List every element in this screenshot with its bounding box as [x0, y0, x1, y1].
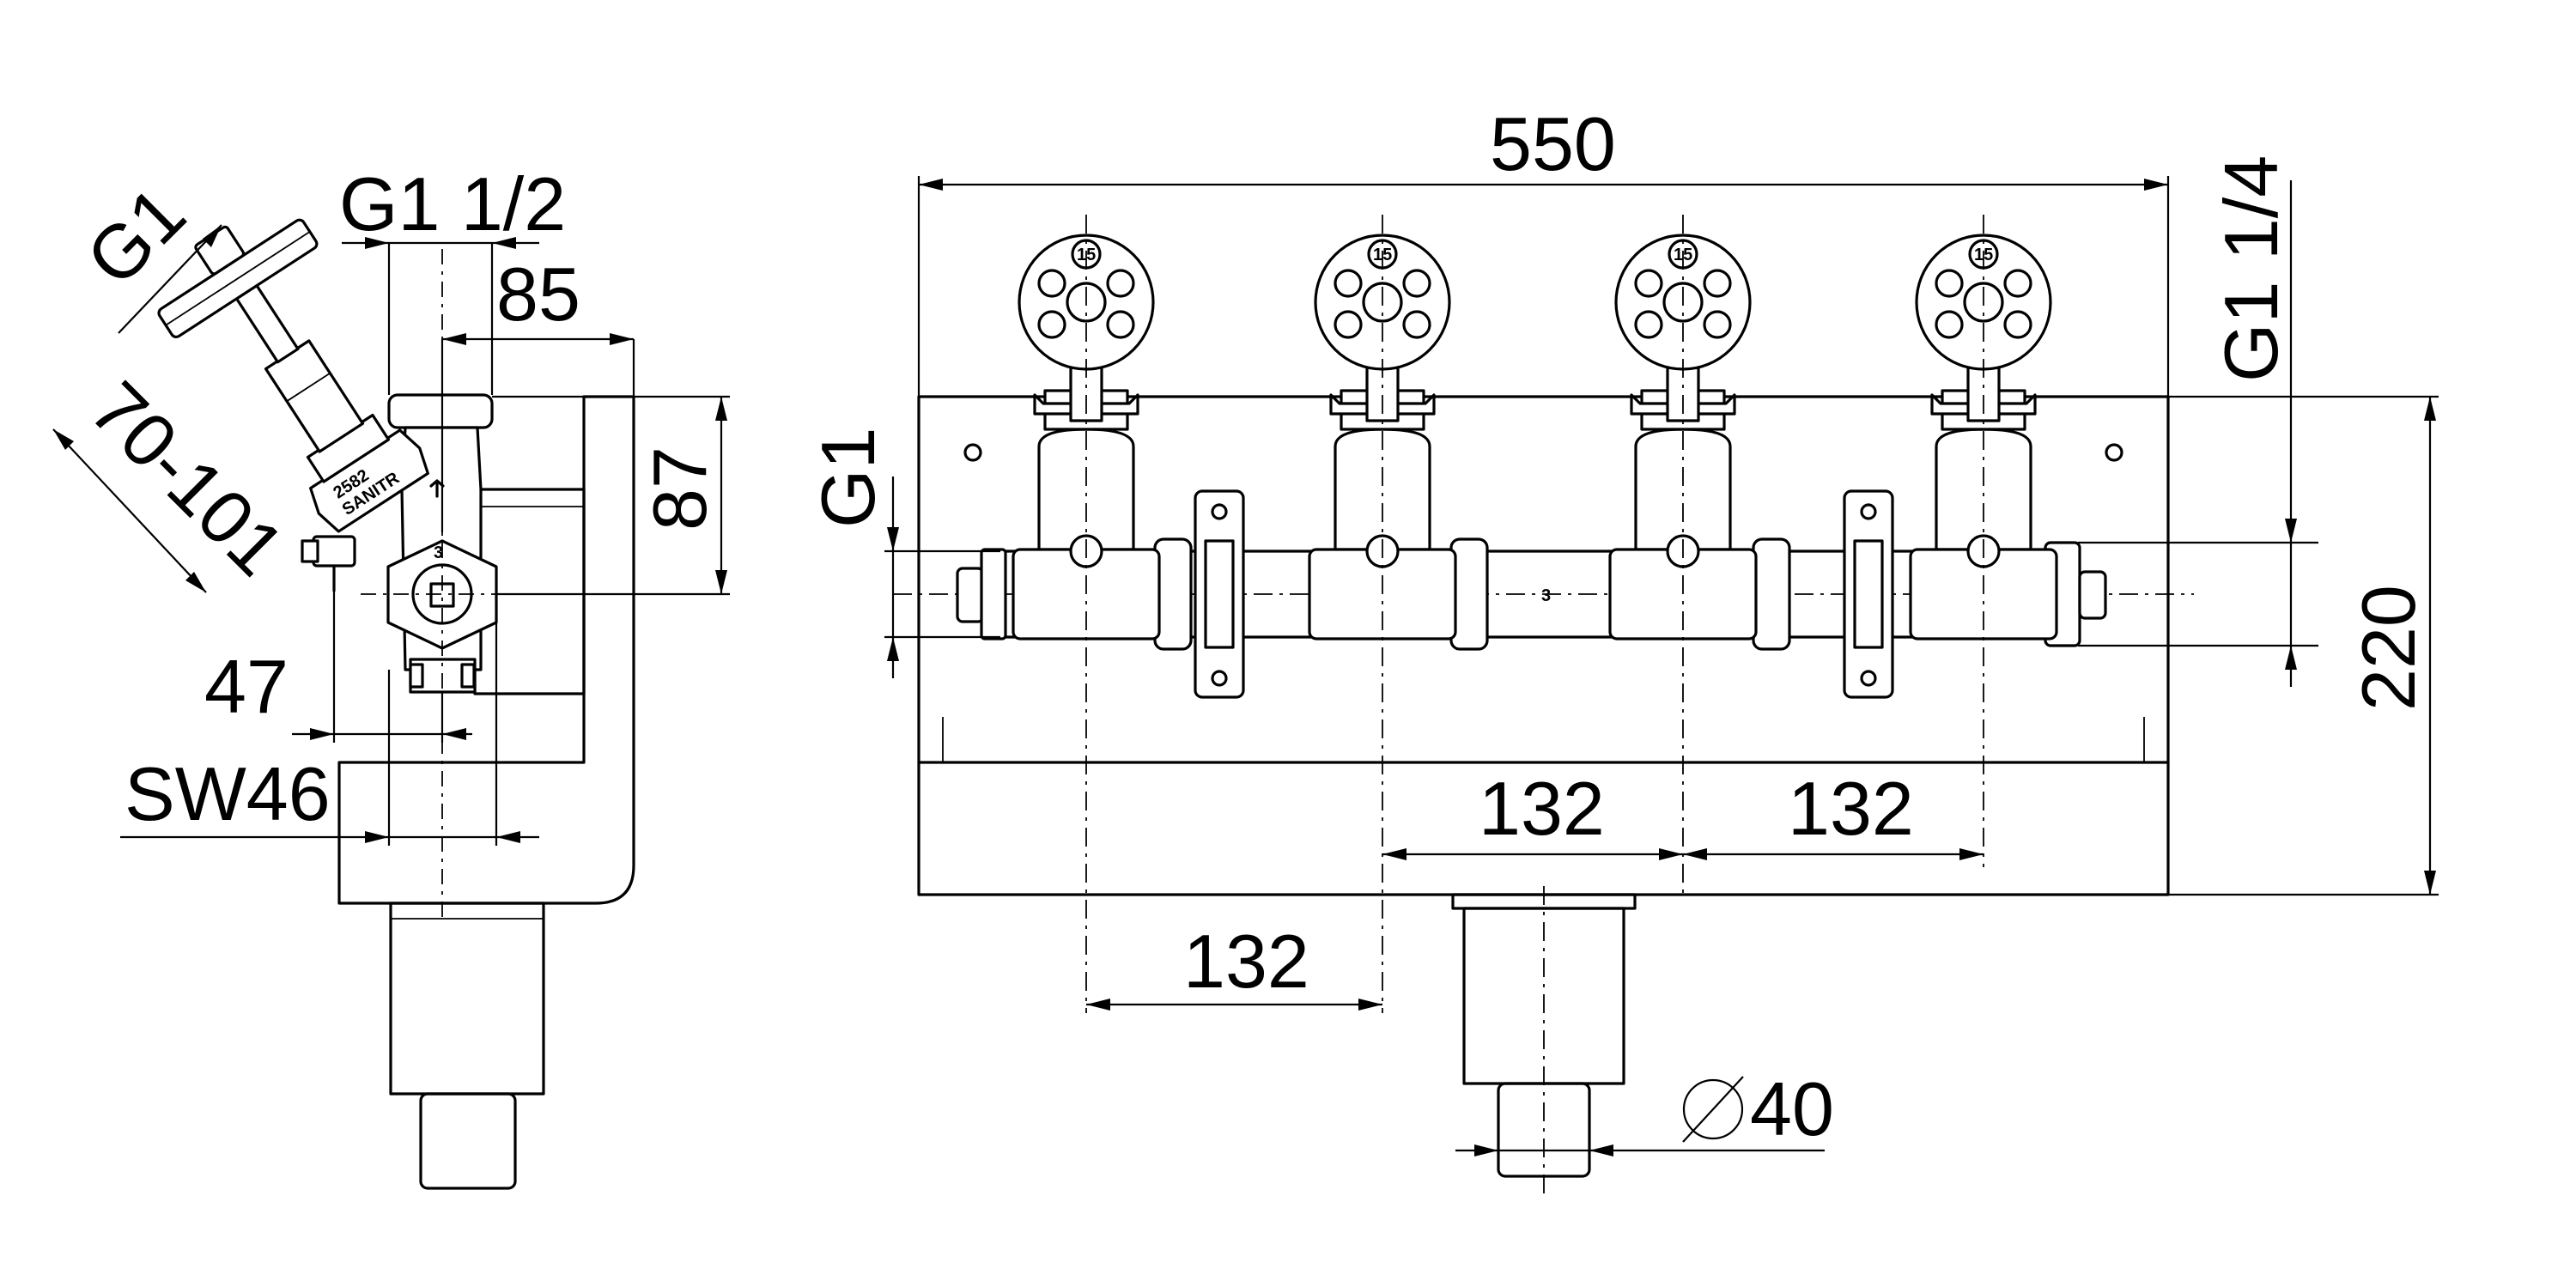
- front-end-nut-left: [980, 548, 1007, 640]
- dim-220-arrow-bottom: [2424, 871, 2436, 895]
- dim-220-label: 220: [2346, 585, 2431, 711]
- dim-g1-half-arrow-left: [365, 237, 389, 249]
- dim-550-arrow-right: [2144, 179, 2168, 191]
- dim-47-arrow-left: [310, 728, 334, 740]
- dim-87-arrow-top: [715, 397, 727, 421]
- front-valve-2: 15: [1308, 215, 1457, 1013]
- dim-sw46-arrow-right: [496, 831, 520, 843]
- dim-132-middle-arrow-right: [1659, 848, 1683, 860]
- dim-132-right-label: 132: [1788, 766, 1914, 851]
- dim-handle-range-arrow-bottom: [185, 572, 206, 592]
- dim-87-arrow-bottom: [715, 570, 727, 594]
- dim-sw46-arrow-left: [365, 831, 389, 843]
- dim-g1-quarter-arrow-bottom: [2285, 646, 2297, 670]
- front-end-cap-right: [2078, 570, 2107, 620]
- side-outlet-pipe: [389, 902, 545, 1096]
- diameter-icon: [1682, 1076, 1744, 1143]
- dim-47-arrow-right: [442, 728, 466, 740]
- dim-g1-front-label: G1: [805, 428, 890, 528]
- dim-85-label: 85: [496, 252, 580, 337]
- front-valve-3: 15: [1608, 215, 1758, 893]
- side-bracket-profile: [337, 395, 635, 905]
- front-mounting-hole-left: [963, 443, 982, 462]
- front-valve-4: 15: [1909, 215, 2058, 867]
- front-pipe-clamp-right: [1843, 489, 1894, 699]
- dim-g1-angled-label: G1: [70, 170, 201, 301]
- dim-220-arrow-top: [2424, 397, 2436, 421]
- dim-132-left-arrow-left: [1086, 999, 1110, 1011]
- dim-handle-range-label: 70-101: [75, 365, 301, 592]
- dim-132-left-label: 132: [1183, 919, 1309, 1004]
- side-outlet-tip: [419, 1092, 517, 1190]
- dim-sw46-label: SW46: [125, 751, 331, 836]
- dim-g1-front-arrow-bottom: [887, 637, 899, 661]
- side-valve-cap: [387, 393, 494, 429]
- front-pipe-clamp-left: [1194, 489, 1245, 699]
- dim-550-arrow-left: [919, 179, 943, 191]
- dim-87-label: 87: [637, 446, 722, 531]
- dim-g1-angled-arrow: [203, 225, 222, 247]
- dim-40-arrow-left: [1474, 1144, 1498, 1156]
- dim-40-label: 40: [1750, 1066, 1834, 1151]
- dim-85-arrow-left: [442, 333, 466, 345]
- front-pipe-marking: 3: [1541, 586, 1551, 605]
- dim-handle-range-line: [52, 428, 207, 593]
- dim-g1-half-arrow-right: [492, 237, 516, 249]
- side-drain-nut: [301, 539, 319, 563]
- dim-g1-angled-line: [118, 224, 222, 334]
- front-coupling-3: [1752, 537, 1791, 651]
- front-view: 3 1: [805, 101, 2439, 1193]
- dim-132-right-arrow-left: [1683, 848, 1707, 860]
- dim-550-label: 550: [1490, 101, 1616, 186]
- dim-47-label: 47: [204, 644, 289, 729]
- dim-132-right-arrow-right: [1959, 848, 1984, 860]
- dim-132-middle-label: 132: [1479, 766, 1605, 851]
- dim-g1-half-label: G1 1/2: [339, 161, 566, 246]
- side-clamp-nut-left: [409, 663, 424, 689]
- dim-40-arrow-right: [1589, 1144, 1613, 1156]
- dim-g1-front-arrow-top: [887, 527, 899, 551]
- side-clamp-nut-right: [460, 663, 476, 689]
- front-end-cap-left: [956, 567, 985, 623]
- dim-132-middle-arrow-left: [1382, 848, 1406, 860]
- dim-g1-quarter-arrow-top: [2285, 519, 2297, 543]
- dim-132-left-arrow-right: [1358, 999, 1382, 1011]
- side-drain-fitting: [312, 535, 356, 568]
- side-angled-valve: 2582 SANITR: [157, 218, 429, 533]
- side-view: 3 2582 SANITR G1 1/2: [52, 161, 730, 1190]
- dim-85-arrow-right: [610, 333, 634, 345]
- dim-handle-range-arrow-top: [53, 429, 74, 450]
- dim-g1-quarter-label: G1 1/4: [2208, 155, 2293, 382]
- side-body-marking: 3: [434, 543, 443, 562]
- front-mounting-hole-right: [2105, 443, 2123, 462]
- front-valve-1: 15: [1012, 215, 1161, 1013]
